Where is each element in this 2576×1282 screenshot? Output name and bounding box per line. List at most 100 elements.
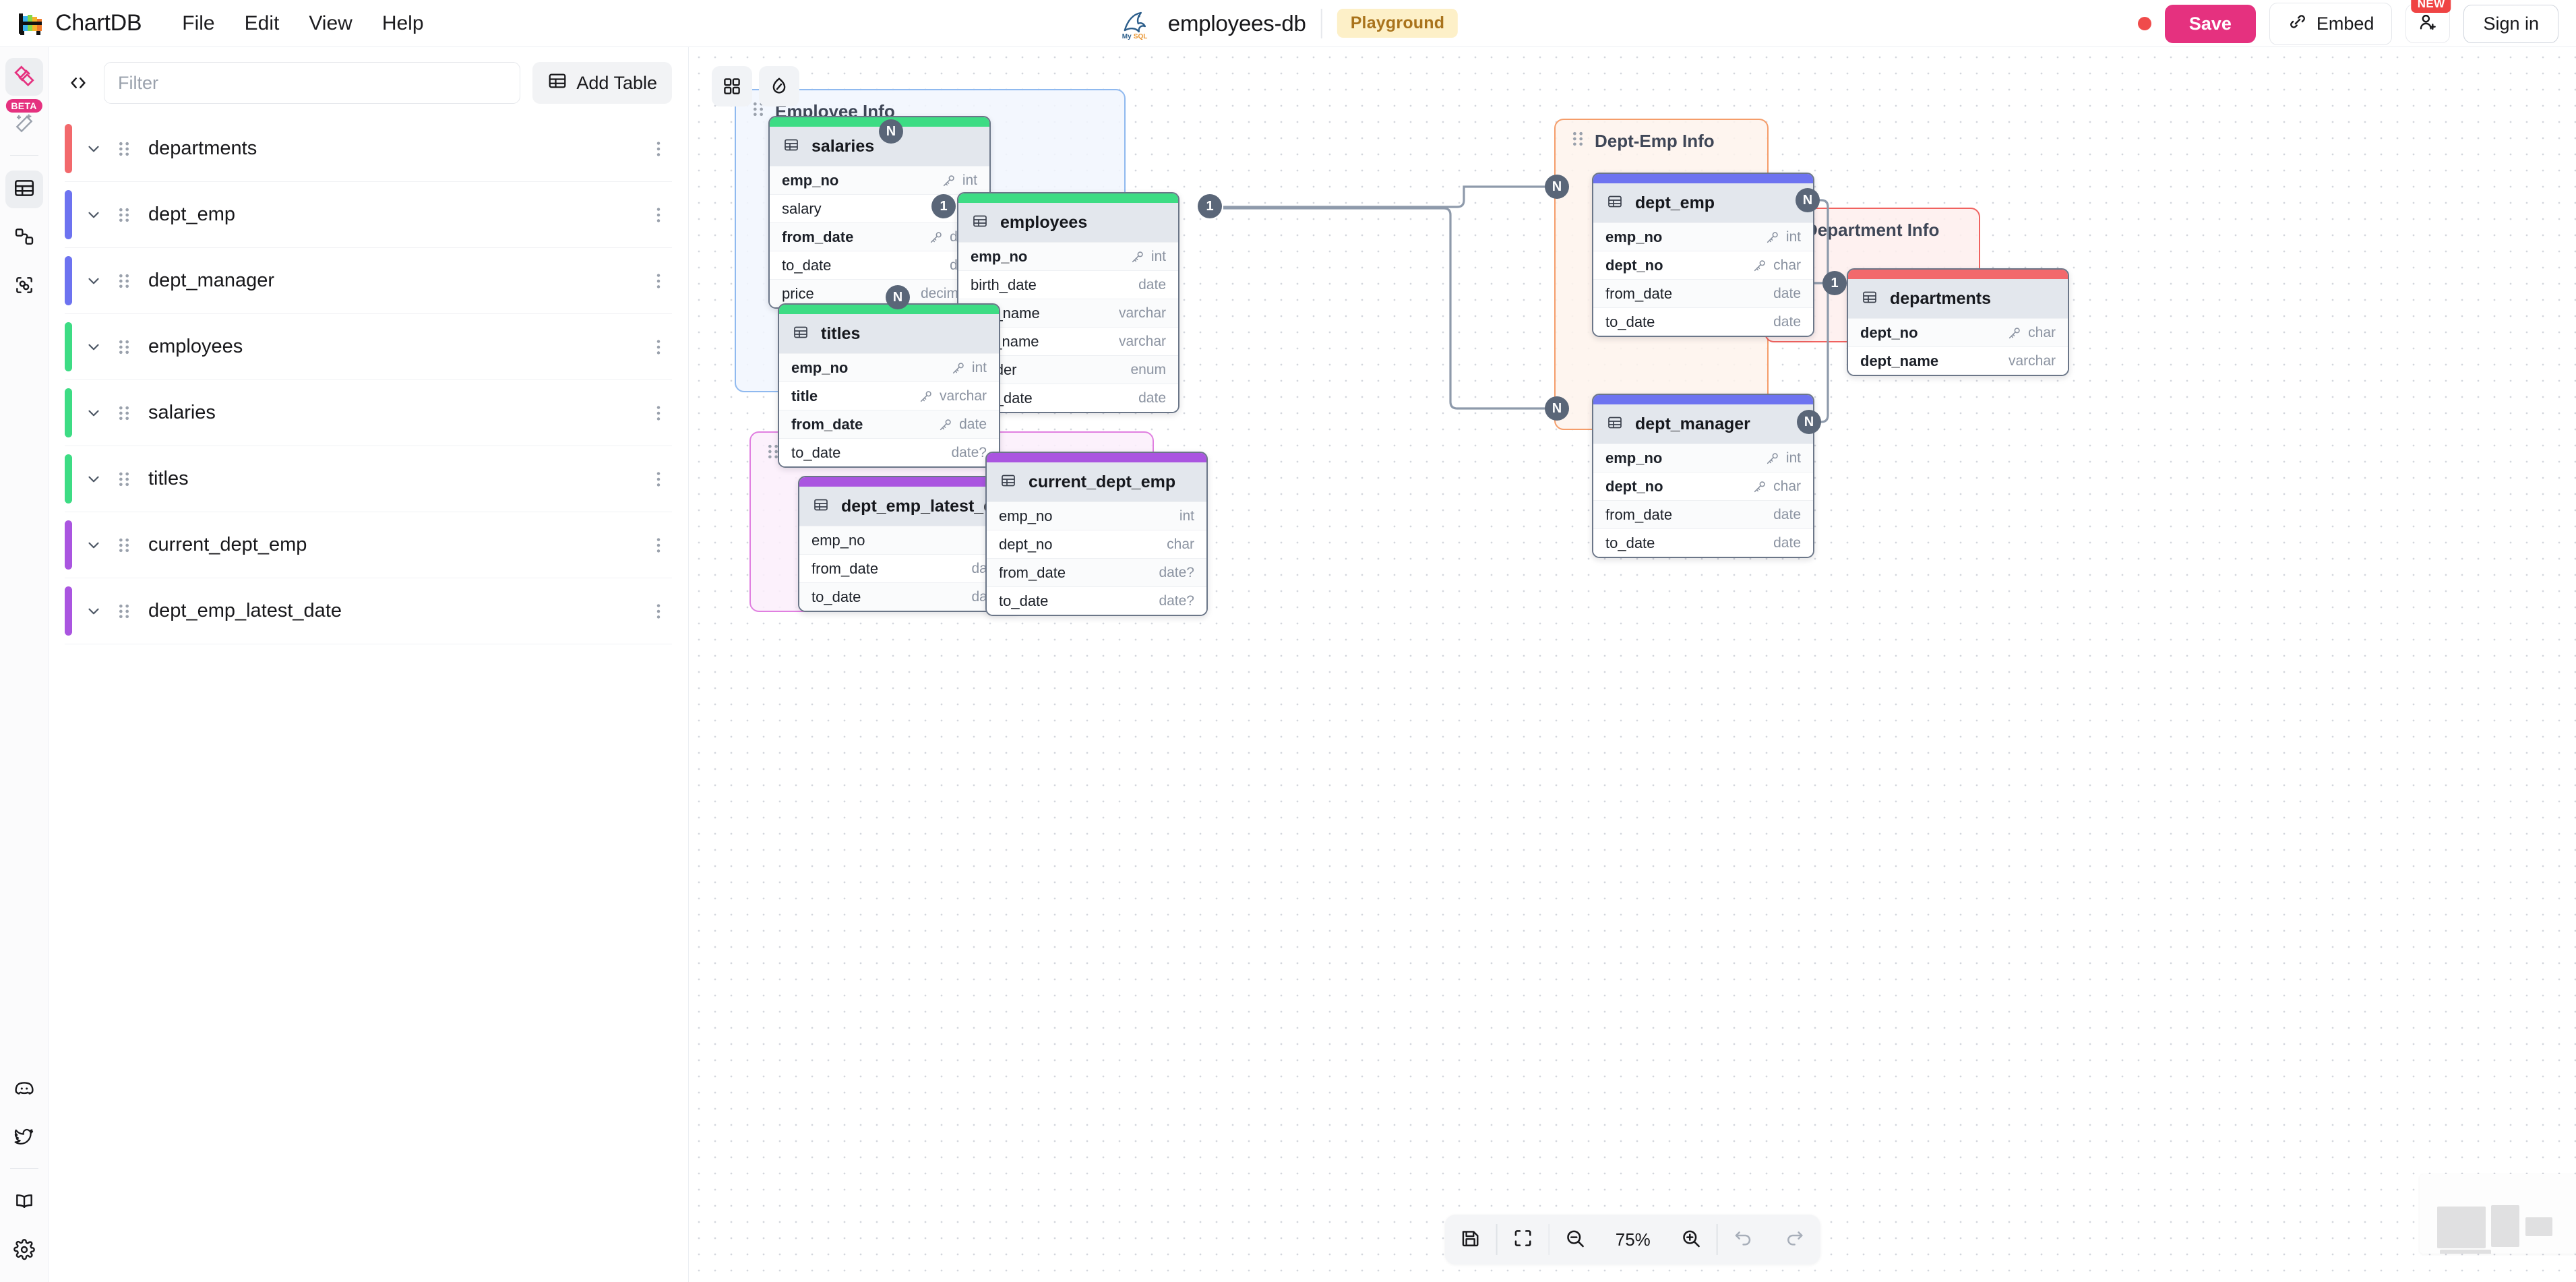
table-list-item[interactable]: employees [65, 314, 672, 380]
table-list-item[interactable]: dept_emp_latest_date [65, 578, 672, 644]
table-list-item[interactable]: dept_emp [65, 182, 672, 248]
drag-handle-icon[interactable] [115, 338, 133, 357]
filter-input[interactable] [104, 62, 521, 104]
save-diagram-button[interactable] [1445, 1215, 1496, 1264]
rail-item-tables[interactable] [5, 171, 43, 208]
rail-item-settings[interactable] [5, 1232, 43, 1270]
table-node-header[interactable]: employees [958, 203, 1178, 242]
code-collapse-icon[interactable] [65, 69, 92, 96]
chevron-down-icon[interactable] [82, 600, 105, 623]
rail-item-discord[interactable] [5, 1071, 43, 1109]
redo-button[interactable] [1769, 1215, 1820, 1264]
menu-help[interactable]: Help [381, 11, 424, 34]
table-node-header[interactable]: dept_emp [1593, 183, 1813, 222]
chevron-down-icon[interactable] [82, 534, 105, 557]
table-more-options-icon[interactable] [645, 470, 672, 489]
drag-handle-icon[interactable] [115, 602, 133, 621]
drag-handle-icon[interactable] [115, 404, 133, 423]
table-more-options-icon[interactable] [645, 338, 672, 357]
table-more-options-icon[interactable] [645, 602, 672, 621]
fit-view-button[interactable] [1497, 1215, 1548, 1264]
rail-item-relationships[interactable] [5, 219, 43, 257]
table-list-item[interactable]: dept_manager [65, 248, 672, 314]
drag-handle-icon[interactable] [115, 470, 133, 489]
canvas-minimap[interactable] [2420, 1174, 2576, 1254]
menu-edit[interactable]: Edit [244, 11, 280, 34]
zoom-out-button[interactable] [1550, 1215, 1601, 1264]
zoom-level-value[interactable]: 75% [1615, 1229, 1651, 1250]
rail-item-docs[interactable] [5, 1184, 43, 1221]
page-title[interactable]: employees-db [1167, 10, 1306, 36]
embed-button[interactable]: Embed [2269, 2, 2393, 45]
table-node-header[interactable]: salaries [770, 127, 989, 166]
rail-item-twitter[interactable] [5, 1120, 43, 1157]
chevron-down-icon[interactable] [82, 336, 105, 359]
table-more-options-icon[interactable] [645, 206, 672, 224]
table-node-header[interactable]: dept_manager [1593, 404, 1813, 444]
filter-shape-icon[interactable] [759, 66, 799, 106]
rail-item-diagrams[interactable] [5, 58, 43, 96]
drag-handle-icon[interactable] [766, 442, 780, 466]
drag-handle-icon[interactable] [115, 206, 133, 224]
table-node-header[interactable]: current_dept_emp [987, 462, 1206, 501]
add-table-button[interactable]: Add Table [532, 62, 672, 104]
menu-view[interactable]: View [309, 11, 352, 34]
chevron-down-icon[interactable] [82, 138, 105, 160]
table-more-options-icon[interactable] [645, 140, 672, 158]
table-list-item[interactable]: salaries [65, 380, 672, 446]
sign-in-button[interactable]: Sign in [2463, 4, 2558, 43]
table-more-options-icon[interactable] [645, 536, 672, 555]
menu-file[interactable]: File [182, 11, 215, 34]
share-button[interactable]: NEW [2405, 0, 2451, 43]
chevron-down-icon[interactable] [82, 204, 105, 226]
table-list-item[interactable]: current_dept_emp [65, 512, 672, 578]
undo-button[interactable] [1717, 1215, 1769, 1264]
rail-item-dependencies[interactable] [5, 268, 43, 305]
drag-handle-icon[interactable] [115, 140, 133, 158]
table-list-item[interactable]: titles [65, 446, 672, 512]
layout-grid-icon[interactable] [712, 66, 752, 106]
table-node-header[interactable]: titles [779, 314, 999, 353]
table-more-options-icon[interactable] [645, 272, 672, 291]
drag-handle-icon[interactable] [115, 272, 133, 291]
table-list-item[interactable]: departments [65, 116, 672, 182]
save-button[interactable]: Save [2164, 4, 2256, 43]
table-node-header[interactable]: departments [1848, 279, 2068, 318]
table-more-options-icon[interactable] [645, 404, 672, 423]
chevron-down-icon[interactable] [82, 270, 105, 293]
table-node[interactable]: dept_emp_latest_dateemp_nointfrom_dateda… [798, 476, 1020, 612]
zoom-in-button[interactable] [1665, 1215, 1717, 1264]
drag-handle-icon[interactable] [1570, 129, 1585, 153]
chevron-down-icon[interactable] [82, 468, 105, 491]
chevron-down-icon[interactable] [82, 402, 105, 425]
drag-handle-icon[interactable] [115, 536, 133, 555]
